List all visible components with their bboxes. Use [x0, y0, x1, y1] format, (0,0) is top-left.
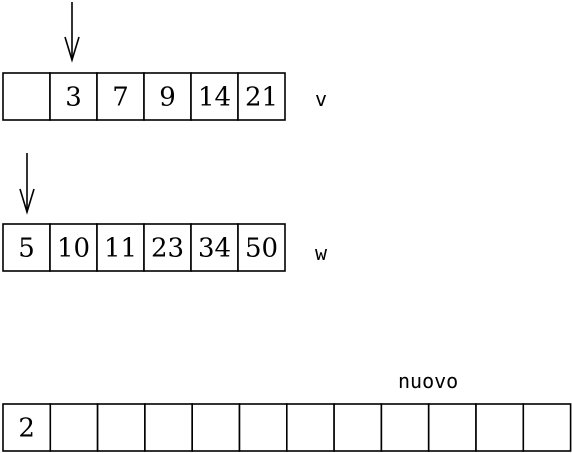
- cell-box: [333, 403, 383, 452]
- array-w: 5 10 11 23 34 50 w: [2, 153, 328, 272]
- cell-box: [237, 223, 286, 272]
- cell-box: [238, 403, 288, 452]
- array-w-cell: 34: [190, 223, 239, 272]
- cell-box: [191, 403, 241, 452]
- cell-value: 5: [18, 234, 35, 264]
- cell-box: [2, 403, 52, 452]
- cell-box: [190, 223, 239, 272]
- cell-box: [96, 403, 146, 452]
- array-v-cell: [2, 72, 51, 121]
- array-v-cell: 9: [143, 72, 192, 121]
- cell-box: [285, 403, 335, 452]
- cell-value: 2: [18, 414, 35, 444]
- array-w-cell: 23: [143, 223, 192, 272]
- array-w-cell: 50: [237, 223, 286, 272]
- array-w-cell: 10: [49, 223, 98, 272]
- cell-box: [522, 403, 572, 452]
- pointer-w-head: [19, 188, 35, 215]
- array-nuovo-cell: 2: [2, 403, 52, 452]
- array-nuovo-cell: [475, 403, 525, 452]
- cell-value: 21: [245, 83, 278, 113]
- cell-box: [49, 223, 98, 272]
- array-v-cell: 21: [237, 72, 286, 121]
- cell-value: 3: [65, 83, 82, 113]
- array-nuovo-cell: [49, 403, 99, 452]
- array-w-cells: 5 10 11 23 34 50: [2, 223, 286, 272]
- array-w-cell: 5: [2, 223, 51, 272]
- cell-box: [143, 223, 192, 272]
- array-v-cell: 7: [96, 72, 145, 121]
- array-nuovo-cell: [191, 403, 241, 452]
- array-v-pointer: [64, 2, 80, 63]
- array-v-label: v: [315, 87, 327, 111]
- array-nuovo-cell: [238, 403, 288, 452]
- array-nuovo-cell: [144, 403, 193, 452]
- cell-box: [49, 403, 99, 452]
- array-nuovo-cells: 2: [2, 403, 572, 452]
- array-w-cell: 11: [96, 223, 145, 272]
- cell-value: 11: [104, 234, 137, 264]
- cell-value: 14: [198, 83, 231, 113]
- cell-value: 7: [112, 83, 129, 113]
- cell-value: 50: [245, 234, 278, 264]
- array-w-pointer: [19, 153, 35, 215]
- cell-box: [96, 223, 145, 272]
- array-nuovo-cell: [285, 403, 335, 452]
- cell-value: 23: [151, 234, 184, 264]
- cell-value: 9: [159, 83, 176, 113]
- cell-box: [49, 72, 98, 121]
- cell-value: 10: [57, 234, 90, 264]
- array-nuovo-cell: [333, 403, 383, 452]
- array-nuovo-cell: [96, 403, 146, 452]
- cell-box: [144, 403, 193, 452]
- cell-box: [2, 223, 51, 272]
- cell-box: [96, 72, 145, 121]
- array-nuovo-label: nuovo: [398, 369, 458, 393]
- pointer-v-head: [64, 36, 80, 63]
- cell-value: 34: [198, 234, 231, 264]
- cell-box: [237, 72, 286, 121]
- array-nuovo: nuovo 2: [2, 369, 572, 452]
- array-nuovo-cell: [522, 403, 572, 452]
- array-v-cell: 14: [190, 72, 239, 121]
- cell-box: [475, 403, 525, 452]
- cell-box: [143, 72, 192, 121]
- array-w-label: w: [315, 241, 328, 265]
- array-nuovo-cell: [427, 403, 477, 452]
- cell-box: [2, 72, 51, 121]
- cell-box: [427, 403, 477, 452]
- array-nuovo-cell: [380, 403, 430, 452]
- cell-box: [380, 403, 430, 452]
- array-v-cell: 3: [49, 72, 98, 121]
